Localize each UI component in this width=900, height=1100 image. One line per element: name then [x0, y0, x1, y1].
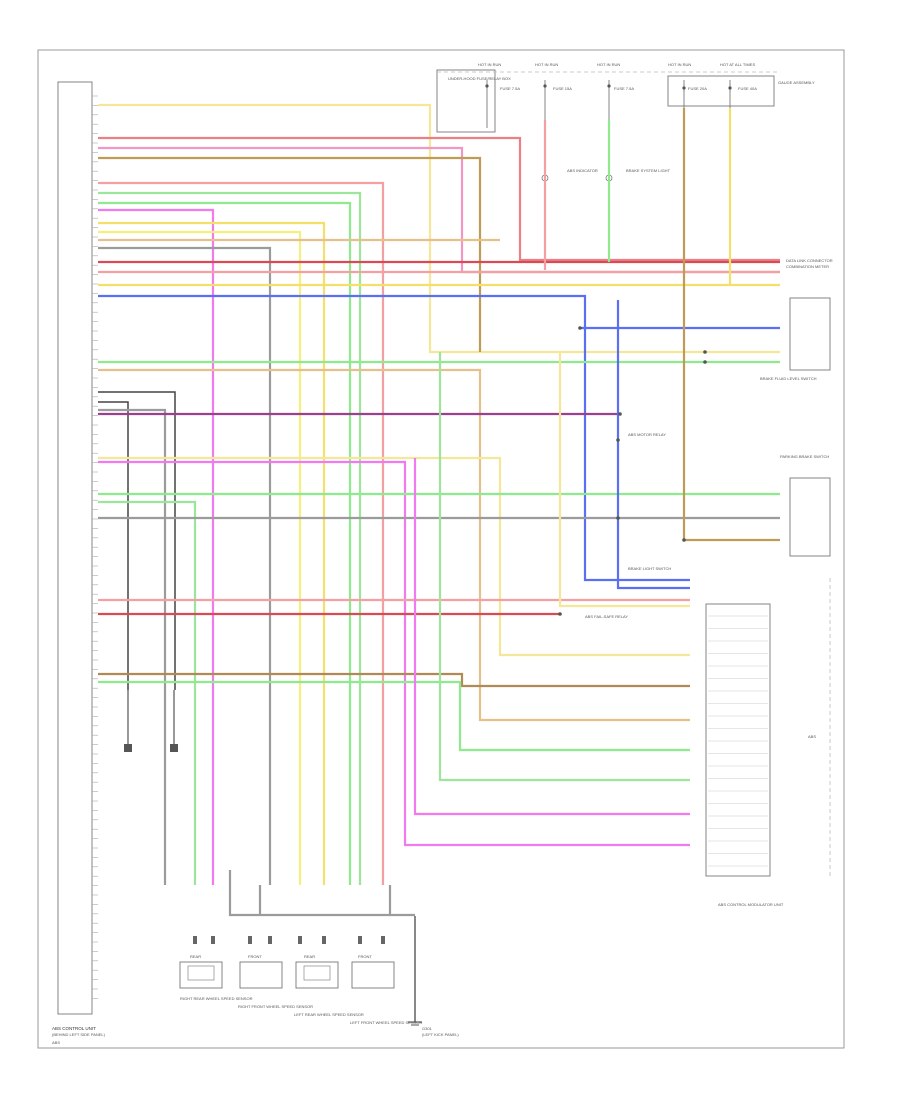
- wire-lt-yel: [98, 230, 302, 885]
- wire-grn: [98, 191, 362, 885]
- right-components: DATA LINK CONNECTOR COMBINATION METER BR…: [628, 258, 833, 571]
- hot-label-3: HOT IN RUN: [597, 62, 620, 67]
- wire-pnk: [98, 460, 690, 847]
- wire-yel-blk: [98, 456, 690, 657]
- hot-label-2: HOT IN RUN: [535, 62, 558, 67]
- wire-pnk: [98, 208, 215, 885]
- junction-dot: [618, 412, 622, 416]
- brake-light-switch-label: BRAKE LIGHT SWITCH: [628, 566, 671, 571]
- junction-dot: [703, 360, 707, 364]
- wss-lr: [295, 961, 339, 989]
- combination-meter-label: COMBINATION METER: [786, 264, 829, 269]
- junction-dot: [682, 538, 686, 542]
- modulator-label: ABS CONTROL MODULATOR UNIT: [718, 902, 784, 907]
- ecu-sublabel: (BEHIND LEFT SIDE PANEL): [52, 1032, 106, 1037]
- wire-blu: [616, 300, 690, 590]
- data-link-label: DATA LINK CONNECTOR: [786, 258, 833, 263]
- wire-pnk: [413, 458, 690, 816]
- fuse-label-3: FUSE 7.5A: [614, 86, 634, 91]
- wss-small-2: FRONT: [248, 954, 262, 959]
- wire-orn-blk: [682, 108, 780, 542]
- wire-yel: [98, 221, 326, 885]
- hot-label-5: HOT AT ALL TIMES: [720, 62, 755, 67]
- abs-modulator: ABS CONTROL MODULATOR UNIT ABS: [705, 578, 831, 907]
- fuse-relay-box-label: UNDER-HOOD FUSE/RELAY BOX: [448, 76, 511, 81]
- wire-blk: [98, 401, 129, 690]
- brake-light-label: BRAKE SYSTEM LIGHT: [626, 168, 671, 173]
- fuse-block-area: UNDER-HOOD FUSE/RELAY BOX HOT IN RUN HOT…: [436, 62, 815, 133]
- wss-small-1: REAR: [190, 954, 201, 959]
- wire-grn: [438, 352, 690, 782]
- wire-orn-blk: [98, 156, 482, 352]
- diagram-frame: [37, 49, 845, 1049]
- fuse-label-4: FUSE 20A: [688, 86, 707, 91]
- abs-control-unit: [57, 81, 98, 1015]
- failsafe-relay-label: ABS FAIL-SAFE RELAY: [585, 614, 628, 619]
- sensor-pin: [358, 936, 362, 944]
- junction-dot: [558, 612, 562, 616]
- fuse-label-1: FUSE 7.5A: [500, 86, 520, 91]
- parking-brake-switch-label: PARKING BRAKE SWITCH: [780, 454, 829, 459]
- wire-grn-red: [98, 136, 780, 262]
- wire-gray: [228, 870, 415, 917]
- wss-label-rr: RIGHT REAR WHEEL SPEED SENSOR: [180, 996, 253, 1001]
- wss-label-lf: LEFT FRONT WHEEL SPEED SENSOR: [350, 1020, 422, 1025]
- wss-label-lr: LEFT REAR WHEEL SPEED SENSOR: [294, 1012, 364, 1017]
- wire-lt-grn: [98, 201, 352, 885]
- wss-label-rf: RIGHT FRONT WHEEL SPEED SENSOR: [238, 1004, 313, 1009]
- hot-label-4: HOT IN RUN: [668, 62, 691, 67]
- sensor-pin: [268, 936, 272, 944]
- fuse-label-2: FUSE 15A: [553, 86, 572, 91]
- brake-fluid-switch-label: BRAKE FLUID LEVEL SWITCH: [760, 376, 817, 381]
- junction-dot: [616, 438, 620, 442]
- junction-dot: [616, 516, 620, 520]
- abs-indicator-label: ABS INDICATOR: [567, 168, 598, 173]
- fuse-label-5: FUSE 40A: [738, 86, 757, 91]
- sensor-pin: [322, 936, 326, 944]
- wss-rf: [239, 961, 283, 989]
- wire-blk: [98, 391, 176, 690]
- wire-grn: [98, 500, 197, 885]
- wire-yel-blk: [558, 352, 690, 608]
- diagram-tag: ABS: [52, 1040, 60, 1045]
- wheel-speed-sensors: REAR FRONT REAR FRONT RIGHT REAR WHEEL S…: [179, 954, 422, 1025]
- sensor-pin: [193, 936, 197, 944]
- wire-orange-tan: [98, 368, 690, 722]
- pump-label: ABS: [808, 734, 816, 739]
- sensor-pin: [248, 936, 252, 944]
- sensor-pin: [381, 936, 385, 944]
- motor-relay-label: ABS MOTOR RELAY: [628, 432, 666, 437]
- under-dash-label: GAUGE ASSEMBLY: [778, 80, 815, 85]
- wss-small-4: FRONT: [358, 954, 372, 959]
- wss-lf: [351, 961, 395, 989]
- ecu-pin-ticks: [92, 95, 98, 999]
- ground-sublabel: (LEFT KICK PANEL): [422, 1032, 459, 1037]
- junction-dot: [578, 326, 582, 330]
- sensor-pin: [298, 936, 302, 944]
- wire-lt-grn: [98, 680, 690, 752]
- wiring-harness: [98, 103, 780, 944]
- wire-blu: [98, 294, 690, 582]
- wss-small-3: REAR: [304, 954, 315, 959]
- modulator-rows: [708, 615, 768, 867]
- junction-dot: [703, 350, 707, 354]
- wire-gray: [98, 246, 272, 885]
- wire-brn: [98, 672, 690, 688]
- hot-label-1: HOT IN RUN: [478, 62, 501, 67]
- sensor-pin: [211, 936, 215, 944]
- ground-label: G301: [422, 1026, 433, 1031]
- wire-gray: [98, 408, 167, 885]
- ecu-grounds: [124, 690, 178, 752]
- ecu-label: ABS CONTROL UNIT: [52, 1026, 96, 1031]
- wire-yel-blk: [98, 103, 780, 354]
- wire-red: [98, 181, 385, 885]
- wss-rr: [179, 961, 223, 989]
